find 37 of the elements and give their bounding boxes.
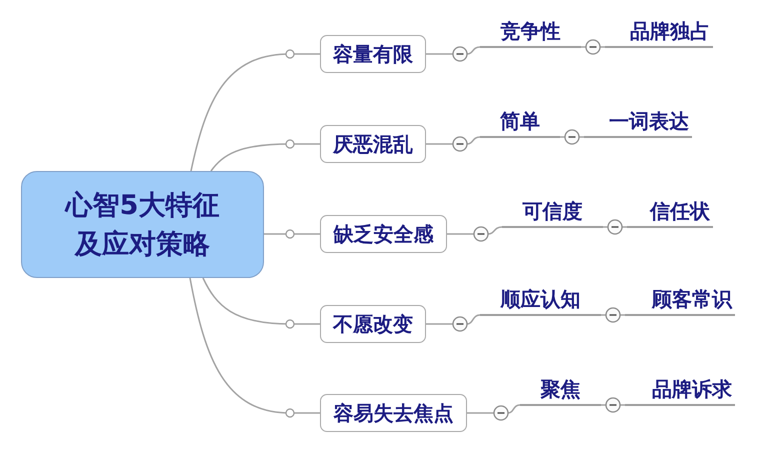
topic-label: 容量有限 — [333, 42, 413, 66]
subtopic-label: 品牌诉求 — [652, 377, 732, 401]
topic-label: 厌恶混乱 — [333, 132, 413, 156]
subtopic-label: 信任状 — [650, 199, 710, 223]
subtopic-node — [480, 110, 560, 138]
branch-connector — [190, 53, 320, 172]
subtopic-node — [502, 200, 603, 228]
subtopic-node — [584, 110, 692, 138]
topic-box — [320, 125, 426, 163]
topic-box — [320, 394, 467, 432]
branch-connector — [202, 278, 320, 325]
subtopic-label: 一词表达 — [609, 109, 689, 133]
topic-box — [320, 305, 426, 343]
topic-label: 不愿改变 — [333, 312, 413, 336]
subtopic-label: 顺应认知 — [500, 287, 580, 311]
central-topic-label: 心智5大特征及应对策略 — [64, 188, 220, 262]
branch-connector — [264, 233, 320, 235]
branch-connector — [189, 278, 320, 414]
topic-label: 缺乏安全感 — [334, 222, 434, 246]
topic-box — [320, 35, 426, 73]
subtopic-node — [625, 378, 735, 406]
subtopic-label: 可信度 — [522, 199, 582, 223]
subtopic-node — [627, 200, 713, 228]
subtopic-label: 聚焦 — [540, 377, 580, 401]
subtopic-node — [480, 288, 601, 316]
topic-label: 容易失去焦点 — [334, 401, 454, 425]
subtopic-node — [520, 378, 601, 406]
subtopic-node — [480, 20, 581, 48]
subtopic-node — [625, 288, 735, 316]
branch-connector — [210, 143, 320, 172]
subtopic-node — [605, 20, 713, 48]
subtopic-label: 品牌独占 — [630, 19, 710, 43]
central-topic-box — [21, 171, 264, 278]
subtopic-label: 竞争性 — [500, 19, 560, 43]
subtopic-label: 顾客常识 — [652, 287, 732, 311]
subtopic-label: 简单 — [500, 109, 540, 133]
topic-box — [320, 215, 447, 253]
